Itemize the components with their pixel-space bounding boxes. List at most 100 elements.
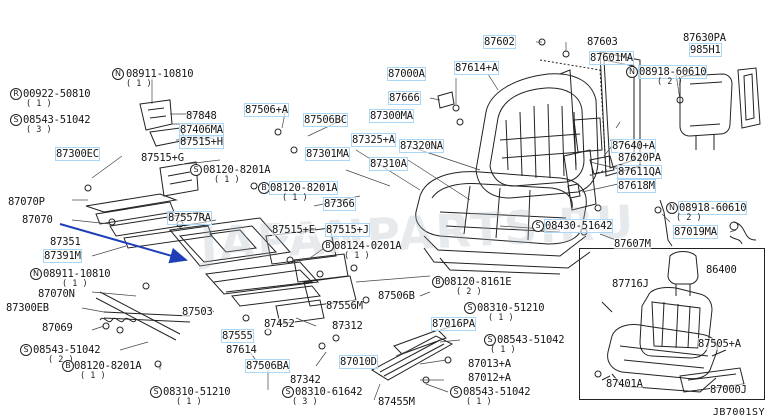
part-label[interactable]: 87555 (221, 329, 254, 343)
figure-code: JB7001SY (712, 407, 765, 418)
part-label[interactable]: 08918-60610 (677, 201, 748, 215)
part-label[interactable]: 08310-51210 (477, 302, 545, 314)
quantity-note: ( 1 ) (26, 99, 52, 109)
part-label[interactable]: 87611QA (617, 165, 662, 179)
part-label[interactable]: 87301MA (305, 147, 350, 161)
part-label[interactable]: 87506+A (244, 103, 289, 117)
part-label[interactable]: 87325+A (351, 133, 396, 147)
part-label[interactable]: 08310-61642 (295, 386, 363, 398)
part-label[interactable]: 87452 (264, 318, 295, 330)
part-label[interactable]: 87620PA (618, 152, 661, 164)
part-label[interactable]: 87503 (182, 306, 213, 318)
s-symbol: S (282, 386, 294, 398)
part-label[interactable]: 87556M (326, 300, 363, 312)
part-label[interactable]: 08911-10810 (126, 68, 194, 80)
part-label[interactable]: 08543-51042 (33, 344, 101, 356)
s-symbol: S (464, 302, 476, 314)
part-label[interactable]: 87312 (332, 320, 363, 332)
part-label[interactable]: 87515+G (141, 152, 184, 164)
part-label[interactable]: 87607M (614, 238, 651, 250)
quantity-note: ( 1 ) (214, 175, 240, 185)
part-label[interactable]: 87300EB (6, 302, 49, 314)
part-label[interactable]: 87342 (290, 374, 321, 386)
part-label[interactable]: 87515+E (272, 224, 315, 236)
part-label[interactable]: 87070P (8, 196, 45, 208)
part-label[interactable]: 87614 (226, 344, 257, 356)
part-label[interactable]: 985H1 (689, 43, 722, 57)
quantity-note: ( 3 ) (26, 125, 52, 135)
part-label[interactable]: 87000J (710, 384, 747, 396)
quantity-note: ( 1 ) (282, 193, 308, 203)
inset-frame (579, 248, 765, 400)
part-label[interactable]: 87016PA (431, 317, 476, 331)
part-label[interactable]: 08918-60610 (637, 65, 708, 79)
part-label[interactable]: 87557RA (167, 211, 212, 225)
part-label[interactable]: 87602 (483, 35, 516, 49)
part-label[interactable]: 86400 (706, 264, 737, 276)
part-label[interactable]: 87019MA (673, 225, 718, 239)
n-symbol: N (626, 66, 638, 78)
quantity-note: ( 2 ) (48, 355, 74, 365)
part-label[interactable]: 08120-8161E (444, 276, 512, 288)
s-symbol: S (150, 386, 162, 398)
part-label[interactable]: 87630PA (683, 32, 726, 44)
part-label[interactable]: 00922-50810 (23, 88, 91, 100)
part-label[interactable]: 87640+A (611, 139, 656, 153)
part-label[interactable]: 87506BC (303, 113, 348, 127)
part-label[interactable]: 87300EC (55, 147, 100, 161)
part-label[interactable]: 87515+H (179, 135, 224, 149)
part-label[interactable]: 87401A (606, 378, 643, 390)
part-label[interactable]: 87506BA (245, 359, 290, 373)
b-symbol: B (62, 360, 74, 372)
part-label[interactable]: 87515+J (325, 223, 370, 237)
part-label[interactable]: 08120-8201A (74, 360, 142, 372)
part-label[interactable]: 87666 (388, 91, 421, 105)
part-label[interactable]: 87505+A (698, 338, 741, 350)
part-label[interactable]: 08543-51042 (23, 114, 91, 126)
part-label[interactable]: 87070N (38, 288, 75, 300)
part-label[interactable]: 08120-8201A (268, 181, 339, 195)
seat-backrest (475, 51, 641, 211)
part-label[interactable]: 87391M (43, 249, 82, 263)
part-label[interactable]: 08430-51642 (543, 219, 614, 233)
part-label[interactable]: 87320NA (399, 139, 444, 153)
part-label[interactable]: 08911-10810 (43, 268, 111, 280)
n-symbol: N (112, 68, 124, 80)
part-label[interactable]: 87310A (369, 157, 408, 171)
part-label[interactable]: 87070 (22, 214, 53, 226)
part-label[interactable]: 87012+A (468, 372, 511, 384)
part-label[interactable]: 87716J (612, 278, 649, 290)
part-label[interactable]: 87601MA (589, 51, 634, 65)
s-symbol: S (20, 344, 32, 356)
quantity-note: ( 1 ) (466, 397, 492, 407)
highlight-arrow (59, 223, 188, 264)
part-label[interactable]: 87614+A (454, 61, 499, 75)
part-label[interactable]: 87351 (50, 236, 81, 248)
part-label[interactable]: 08543-51042 (497, 334, 565, 346)
part-label[interactable]: 87366 (323, 197, 356, 211)
part-label[interactable]: 87406MA (179, 123, 224, 137)
quantity-note: ( 1 ) (126, 79, 152, 89)
part-label[interactable]: 87010D (339, 355, 378, 369)
part-label[interactable]: 08120-8201A (203, 164, 271, 176)
part-label[interactable]: 87013+A (468, 358, 511, 370)
part-label[interactable]: 08543-51042 (463, 386, 531, 398)
b-symbol: B (322, 240, 334, 252)
part-label[interactable]: 08310-51210 (163, 386, 231, 398)
s-symbol: S (484, 334, 496, 346)
part-label[interactable]: 87506B (378, 290, 415, 302)
quantity-note: ( 3 ) (292, 397, 318, 407)
part-label[interactable]: 87069 (42, 322, 73, 334)
part-label[interactable]: 87848 (186, 110, 217, 122)
s-symbol: S (10, 114, 22, 126)
part-label[interactable]: 08124-0201A (334, 240, 402, 252)
part-label[interactable]: 87300MA (369, 109, 414, 123)
part-label[interactable]: 87603 (587, 36, 618, 48)
part-label[interactable]: 87618M (617, 179, 656, 193)
b-symbol: B (432, 276, 444, 288)
part-label[interactable]: 87000A (387, 67, 426, 81)
n-symbol: N (30, 268, 42, 280)
part-label[interactable]: 87455M (378, 396, 415, 408)
quantity-note: ( 1 ) (62, 279, 88, 289)
quantity-note: ( 2 ) (676, 213, 702, 223)
